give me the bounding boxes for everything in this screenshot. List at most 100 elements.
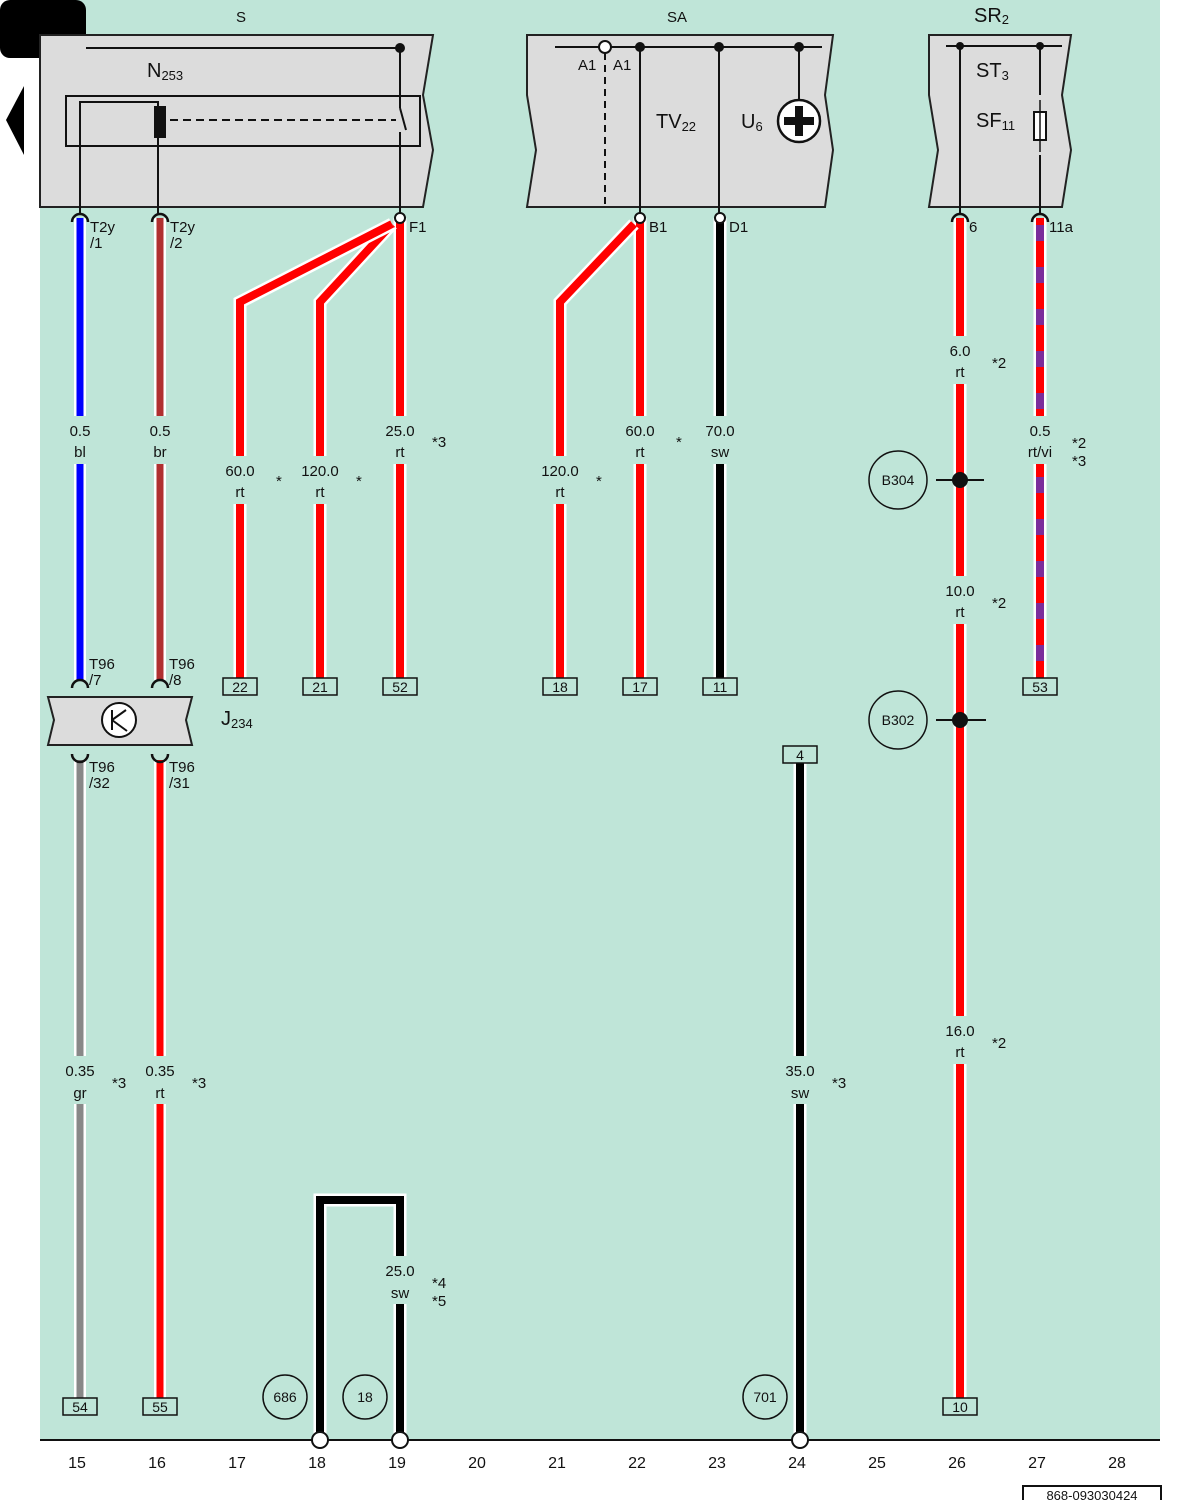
box-sr2-title: SR2 <box>974 5 1009 27</box>
ref-18-label: 18 <box>357 1389 373 1405</box>
wire-21-size: 120.0 <box>541 463 579 480</box>
axis-column-27: 27 <box>1028 1455 1046 1472</box>
box-s-title: S <box>236 9 246 26</box>
wire-19-color: rt <box>395 444 405 461</box>
ref-686-label: 686 <box>273 1389 297 1405</box>
pin-t96-7-label-b: /7 <box>89 672 102 689</box>
splice-b302-node <box>952 712 968 728</box>
wire-22-size: 60.0 <box>625 423 654 440</box>
splice-b302-circle <box>868 690 928 750</box>
pin-t2y2-label-a: T2y <box>170 219 196 236</box>
splice-b304-label: B304 <box>882 472 915 488</box>
component-n253-label: N253 <box>147 60 183 83</box>
box-s-bus-node <box>395 43 405 53</box>
wire-26b-color: rt <box>955 604 965 621</box>
pin-t96-32-label-b: /32 <box>89 775 110 792</box>
label-a1-left: A1 <box>578 57 596 74</box>
wire-24-color: sw <box>791 1085 810 1102</box>
prev-page-arrow-icon[interactable] <box>6 86 24 155</box>
doc-id-box <box>1022 1485 1162 1500</box>
pin-t2y2-label-b: /2 <box>170 235 183 252</box>
pin-b1-node <box>634 212 646 224</box>
terminal-54: 54 <box>72 1399 88 1415</box>
axis-column-15: 15 <box>68 1455 86 1472</box>
pin-t96-7-label-a: T96 <box>89 656 115 673</box>
n253-switch-outline <box>65 95 421 147</box>
wire-16a-size: 0.5 <box>150 423 171 440</box>
socket-t2y2-icon <box>150 212 170 223</box>
splice-b304-node <box>952 472 968 488</box>
ref-701-circle[interactable] <box>742 1374 788 1420</box>
wire-22-note: * <box>676 434 682 451</box>
component-sf11-label: SF11 <box>976 110 1015 133</box>
wire-27-size: 0.5 <box>1030 423 1051 440</box>
doc-id: 868-093030424 <box>1046 1488 1137 1500</box>
wire-27-color: rt/vi <box>1028 444 1052 461</box>
wire-26b-note: *2 <box>992 595 1006 612</box>
wire-18 <box>316 221 395 680</box>
pin-d1-node <box>714 212 726 224</box>
fuse-box-sr2 <box>927 34 1073 208</box>
pin-t96-32-label-a: T96 <box>89 759 115 776</box>
component-u6-label: U6 <box>741 111 763 134</box>
wire-18-color: rt <box>315 484 325 501</box>
n253-contact-switch <box>399 107 407 131</box>
wire-19-note: *3 <box>432 434 446 451</box>
terminal-4: 4 <box>796 747 804 763</box>
ground-node-19 <box>391 1431 409 1449</box>
diagram-background <box>40 0 1160 1440</box>
axis-column-21: 21 <box>548 1455 566 1472</box>
component-st3-label: ST3 <box>976 60 1009 83</box>
terminal-21: 21 <box>312 679 328 695</box>
wire-labels: 0.5 bl 0.5 br 60.0 rt * 120.0 rt * 25.0 … <box>60 336 1086 1310</box>
ref-18-circle[interactable] <box>342 1374 388 1420</box>
wire-15b-color: gr <box>73 1085 86 1102</box>
ground-node-18 <box>311 1431 329 1449</box>
terminal-18: 18 <box>552 679 568 695</box>
wire-17 <box>236 220 394 680</box>
wire-23-color: sw <box>711 444 730 461</box>
pin-11a-label: 11a <box>1049 219 1074 236</box>
socket-11a-icon <box>1030 212 1050 223</box>
axis-column-17: 17 <box>228 1455 246 1472</box>
sa-node-a1 <box>598 40 612 54</box>
n253-coil <box>154 106 166 138</box>
ref-701-label: 701 <box>753 1389 777 1405</box>
fuse-box-sa <box>525 34 835 208</box>
wire-19b-size: 25.0 <box>385 1263 414 1280</box>
wire-17-size: 60.0 <box>225 463 254 480</box>
wire-24-note: *3 <box>832 1075 846 1092</box>
terminal-22: 22 <box>232 679 248 695</box>
socket-t2y1-icon <box>70 212 90 223</box>
axis-column-16: 16 <box>148 1455 166 1472</box>
ref-686-circle[interactable] <box>262 1374 308 1420</box>
wire-26c-color: rt <box>955 1044 965 1061</box>
pin-6-label: 6 <box>969 219 977 236</box>
wire-19b-note1: *4 <box>432 1275 446 1292</box>
wire-19b-note2: *5 <box>432 1293 446 1310</box>
pin-t96-8-label-b: /8 <box>169 672 182 689</box>
power-socket-plus-icon <box>776 98 822 144</box>
wire-27-note2: *3 <box>1072 453 1086 470</box>
pin-t2y1-label-a: T2y <box>90 219 116 236</box>
axis-column-23: 23 <box>708 1455 726 1472</box>
wire-15a-color: bl <box>74 444 86 461</box>
socket-t96-7-icon <box>70 678 90 689</box>
socket-t96-32-icon <box>70 753 90 764</box>
wire-21-color: rt <box>555 484 565 501</box>
wire-19-size: 25.0 <box>385 423 414 440</box>
wire-26a-note: *2 <box>992 355 1006 372</box>
socket-t96-8-icon <box>150 678 170 689</box>
terminal-blocks: 22 21 52 18 17 11 53 4 54 55 10 <box>62 677 1058 1416</box>
terminal-53: 53 <box>1032 679 1048 695</box>
wire-15a-size: 0.5 <box>70 423 91 440</box>
pin-f1-node <box>394 212 406 224</box>
wire-23-size: 70.0 <box>705 423 734 440</box>
pin-t96-31-label-a: T96 <box>169 759 195 776</box>
wire-16b-color: rt <box>155 1085 165 1102</box>
socket-6-icon <box>950 212 970 223</box>
axis-column-28: 28 <box>1108 1455 1126 1472</box>
wire-26a-size: 6.0 <box>950 343 971 360</box>
airbag-control-unit-icon <box>101 702 137 738</box>
